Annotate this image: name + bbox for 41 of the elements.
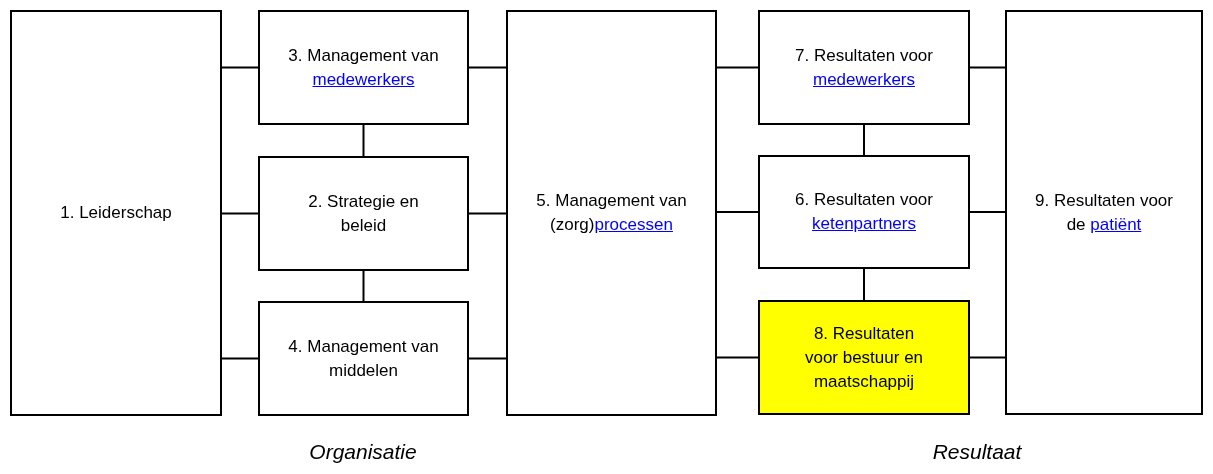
group-caption: Organisatie (309, 440, 417, 464)
link: medewerkers (812, 69, 915, 89)
box-label: 7. Resultaten voor medewerkers (794, 44, 934, 91)
link: ketenpartners (812, 214, 916, 233)
connector-line (716, 356, 759, 359)
connector-line (362, 270, 365, 302)
process-box (758, 300, 970, 415)
connector-line (468, 212, 507, 215)
process-box (258, 10, 469, 125)
connector-line (863, 124, 865, 156)
box-label: 5. Management van (zorg)processen (535, 190, 688, 236)
link: medewerkers (312, 69, 415, 89)
group-caption: Resultaat (932, 440, 1022, 464)
box-label: 4. Management van middelen (287, 335, 440, 382)
box-label: 2. Strategie en beleid (307, 190, 420, 237)
box-label: 6. Resultaten voor ketenpartners (794, 189, 934, 235)
connector-line (221, 212, 259, 215)
link: patiënt (1090, 214, 1142, 234)
connector-line (221, 357, 259, 360)
box-label: 1. Leiderschap (60, 202, 172, 224)
connector-line (221, 66, 259, 69)
process-box (506, 10, 717, 416)
process-box (758, 155, 970, 269)
connector-line (716, 66, 759, 69)
connector-line (969, 356, 1006, 359)
link: processen (594, 215, 673, 234)
connector-line (362, 124, 365, 157)
box-label: 8. Resultaten voor bestuur en maatschappij (803, 322, 925, 393)
connector-line (969, 211, 1006, 213)
process-box (258, 301, 469, 416)
connector-line (863, 268, 865, 301)
connector-line (468, 66, 507, 69)
process-box (10, 10, 222, 416)
connector-line (716, 211, 759, 213)
connector-line (468, 357, 507, 360)
process-box (258, 156, 469, 271)
box-label: 3. Management van medewerkers (287, 44, 440, 91)
connector-line (969, 66, 1006, 69)
process-box (758, 10, 970, 125)
process-box (1005, 10, 1203, 415)
box-label: 9. Resultaten voor de patiënt (1034, 189, 1174, 236)
